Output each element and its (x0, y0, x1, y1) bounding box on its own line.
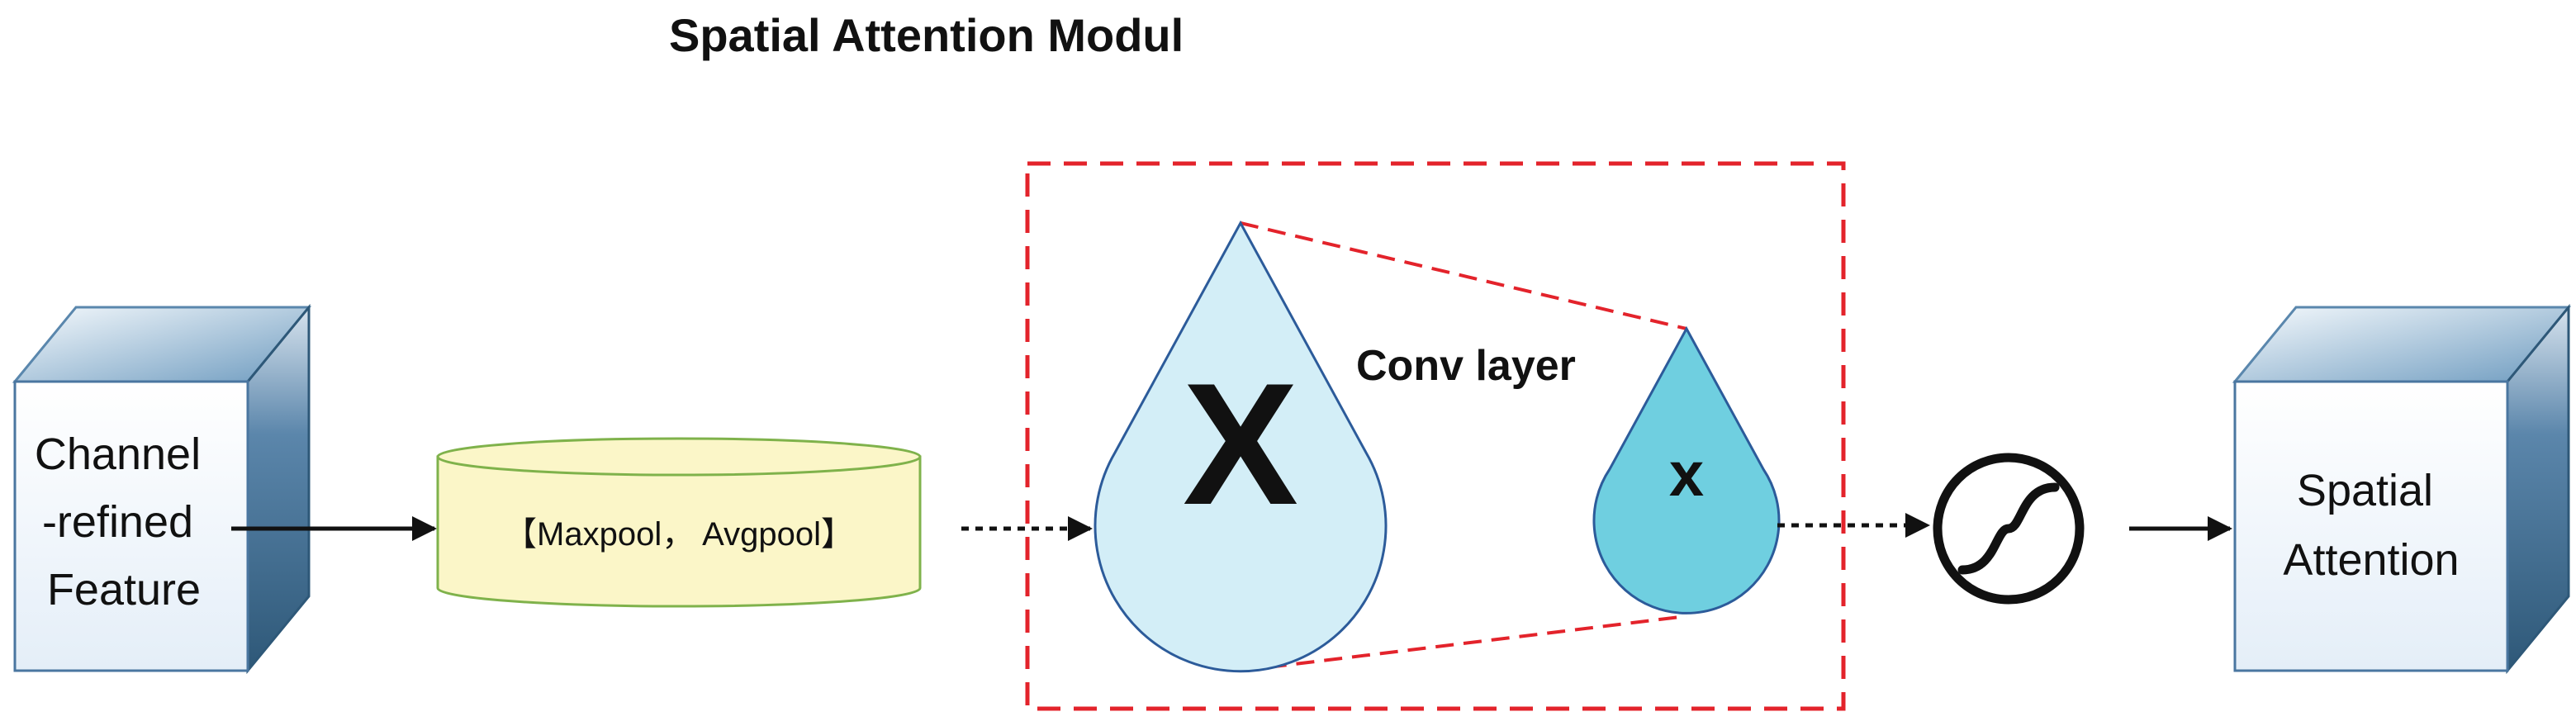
projection-line-top (1240, 221, 1687, 330)
input-label: Channel -refined Feature (35, 429, 213, 614)
small-kernel-symbol: x (1669, 439, 1704, 510)
input-feature-cube: Channel -refined Feature (12, 303, 312, 675)
output-cube-front-face (2233, 380, 2509, 672)
cylinder-top (436, 437, 922, 477)
pooling-cylinder: 【Maxpool， Avgpool】 (436, 437, 922, 608)
cylinder-body (436, 455, 922, 608)
small-kernel-drop: x (1592, 325, 1781, 614)
large-kernel-symbol: X (1183, 347, 1298, 541)
pooling-label: 【Maxpool， Avgpool】 (504, 516, 854, 553)
diagram-title: Spatial Attention Modul (669, 9, 1184, 61)
cube-front-face (13, 380, 249, 672)
output-attention-cube: Spatial Attention (2232, 303, 2572, 675)
projection-line-bottom (1240, 614, 1687, 672)
sigmoid-icon (1933, 453, 2085, 605)
output-label: Spatial Attention (2283, 466, 2459, 585)
large-drop-shape (1093, 220, 1388, 673)
conv-layer-label: Conv layer (1356, 342, 1576, 390)
small-drop-shape (1592, 325, 1781, 614)
conv-layer-frame (1025, 161, 1846, 711)
large-kernel-drop: X (1093, 220, 1388, 673)
sigmoid-curve (1957, 482, 2060, 575)
